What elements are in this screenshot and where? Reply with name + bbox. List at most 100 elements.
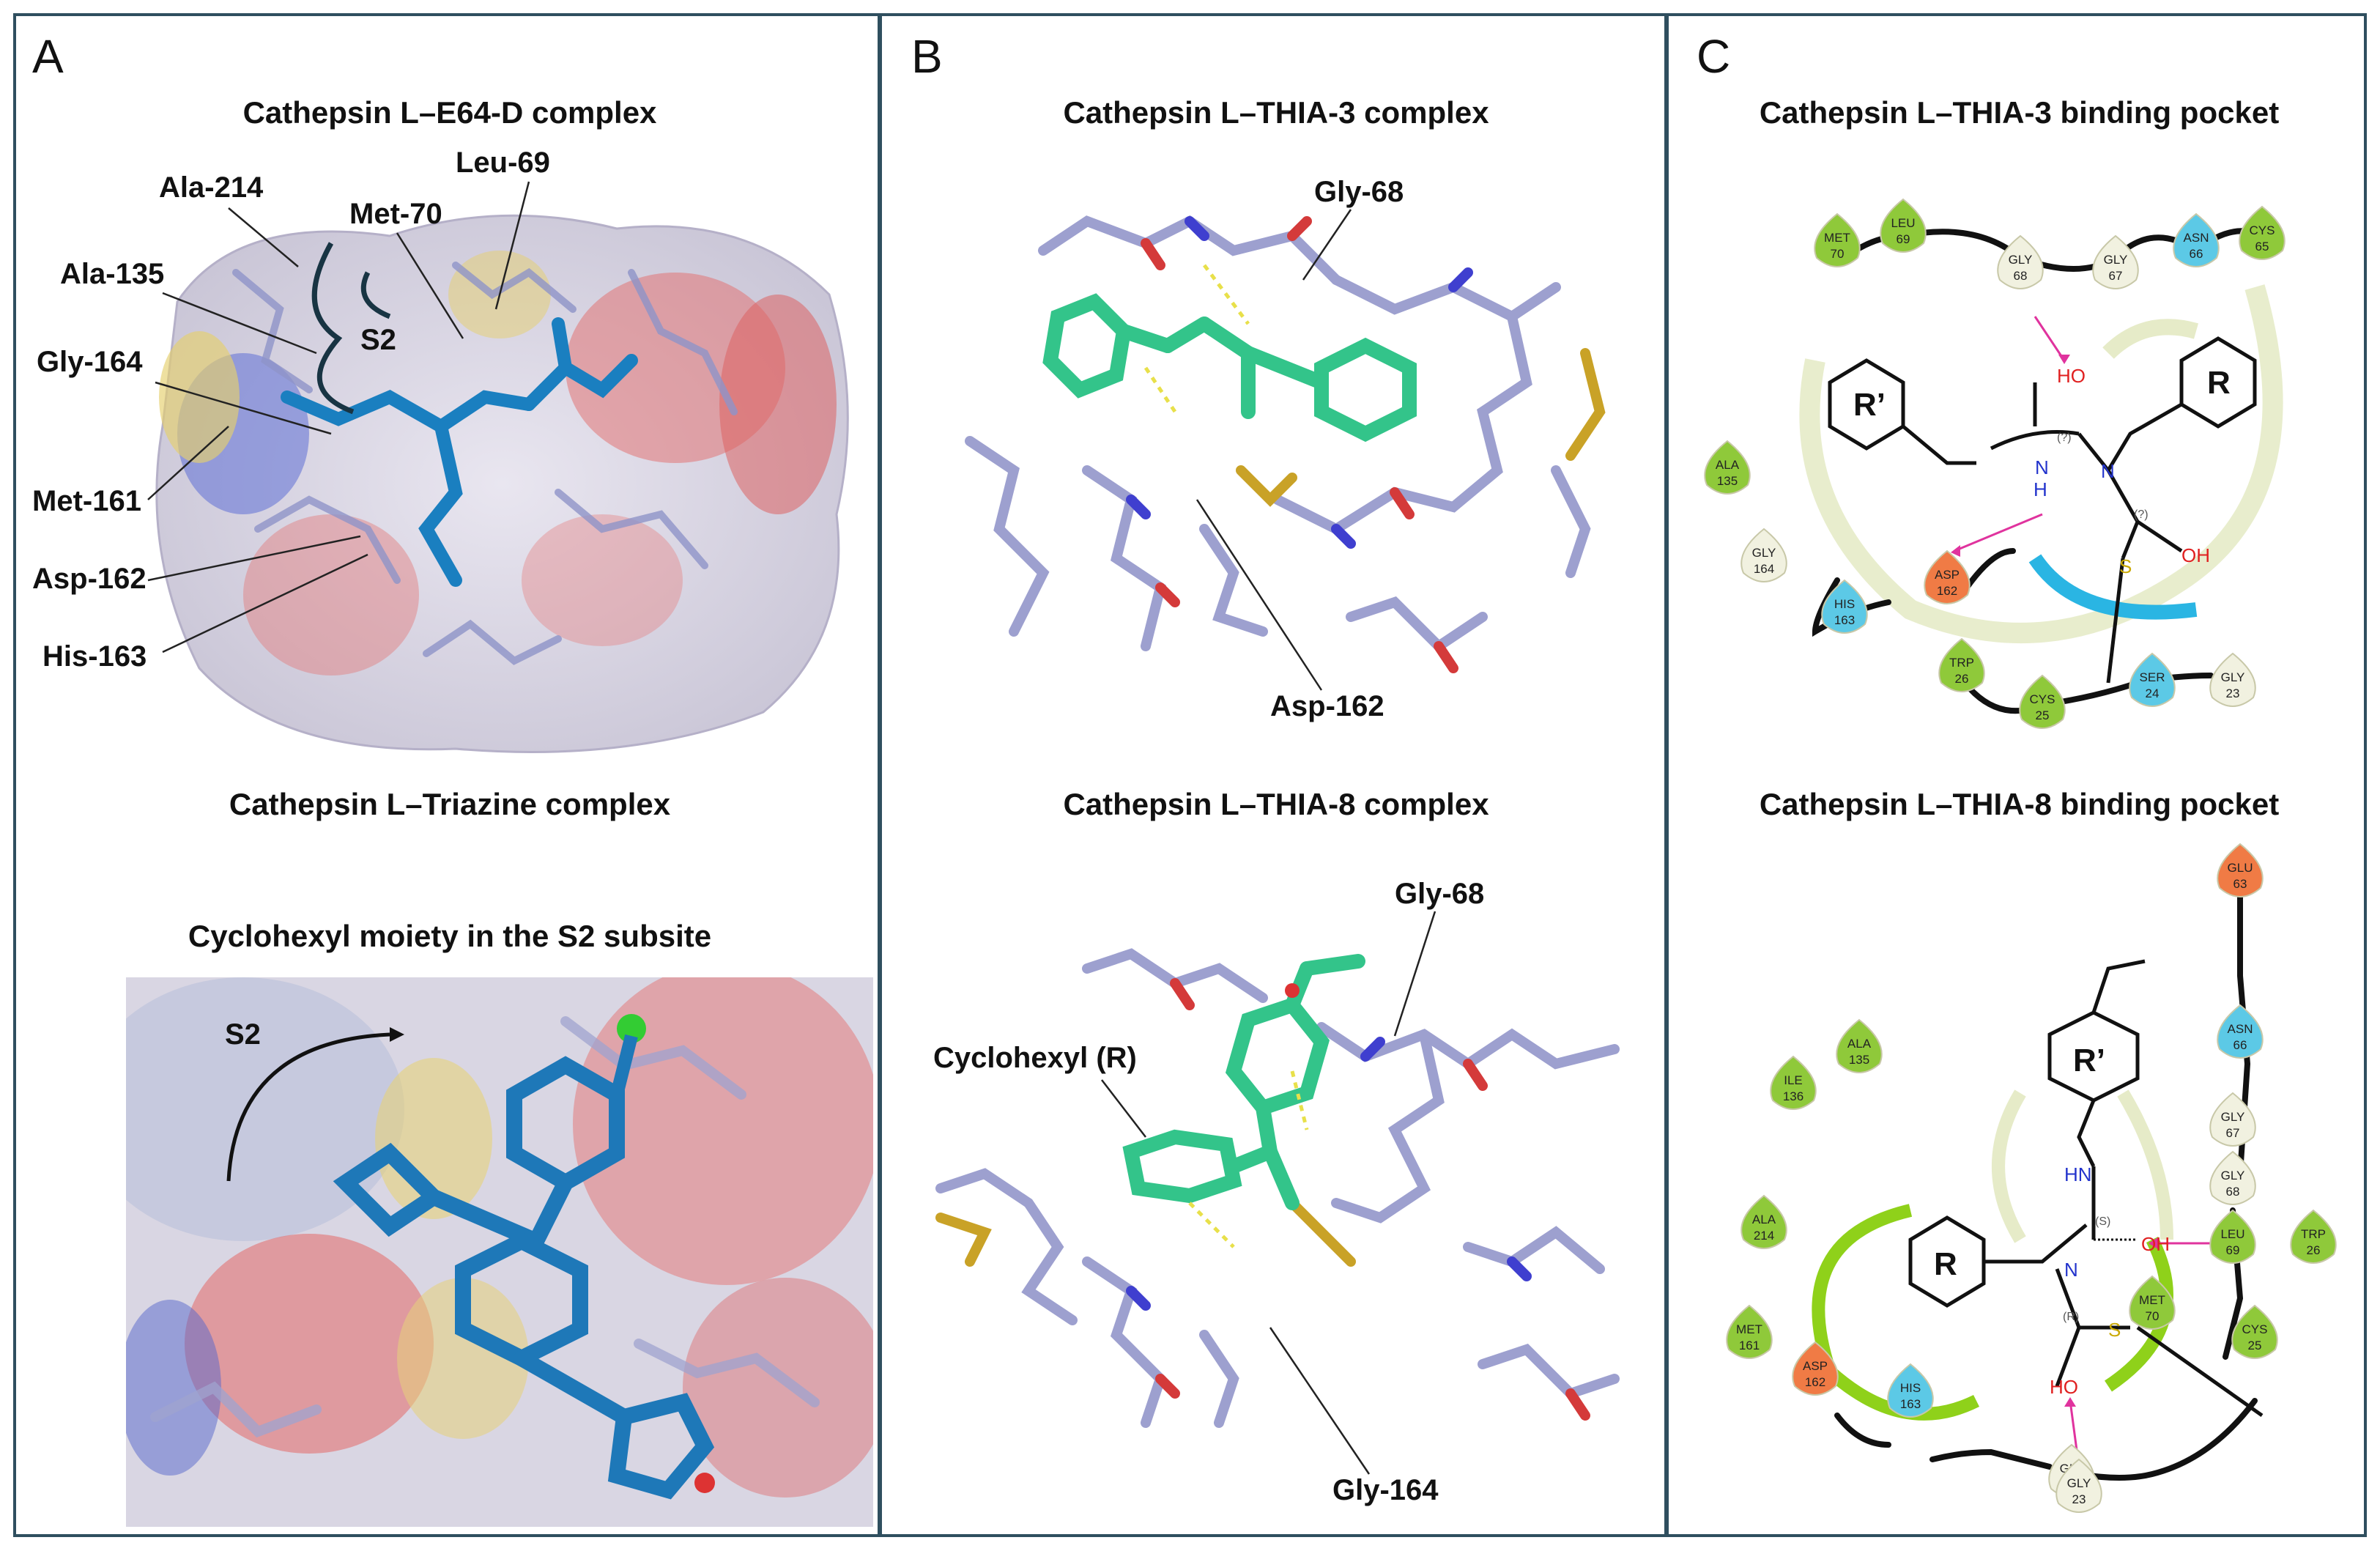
ho-top-label: HO — [2057, 365, 2086, 387]
residue-name: ASN — [2228, 1022, 2253, 1036]
s2-arc — [226, 1027, 404, 1182]
label-cyclohexyl: Cyclohexyl (R) — [933, 1042, 1137, 1074]
thia3-pocket-diagram: MET70LEU69GLY68GLY67ASN66CYS65ALA135GLY1… — [1704, 198, 2286, 729]
residue-number: 67 — [2109, 269, 2123, 283]
residue-name: MET — [1824, 231, 1850, 245]
residue-number: 23 — [2072, 1492, 2086, 1506]
residue-name: TRP — [2301, 1227, 2326, 1241]
residue-number: 65 — [2255, 240, 2269, 253]
residue-his-163: HIS 163 — [1821, 579, 1868, 634]
residue-name: ALA — [1716, 458, 1740, 472]
residue-number: 25 — [2248, 1339, 2262, 1352]
residue-number: 136 — [1783, 1089, 1803, 1103]
residue-number: 163 — [1834, 613, 1855, 627]
residue-number: 164 — [1754, 562, 1774, 576]
residue-his-163: HIS 163 — [1887, 1363, 1934, 1418]
residue-number: 26 — [2307, 1243, 2321, 1257]
residue-gly-67: GLY 67 — [2092, 234, 2139, 289]
n-label-bottom: N — [2064, 1259, 2078, 1281]
residue-number: 135 — [1849, 1053, 1869, 1067]
n-label-top: N — [2101, 460, 2115, 482]
s-label-bottom: S — [2108, 1319, 2121, 1341]
residue-cys-65: CYS 65 — [2239, 205, 2286, 260]
residue-number: 68 — [2226, 1185, 2240, 1199]
label-gly-68-bottom: Gly-68 — [1395, 878, 1485, 910]
residue-number: 66 — [2233, 1038, 2247, 1052]
residue-name: CYS — [2250, 223, 2275, 237]
hn-label: HN — [2064, 1163, 2092, 1185]
label-leader-lines-a — [147, 181, 530, 654]
oh-right-label: OH — [2181, 544, 2210, 566]
label-gly-164: Gly-164 — [37, 346, 143, 378]
nh-n-label: N — [2035, 456, 2049, 478]
panel-letter-c: C — [1697, 30, 1731, 83]
r-label-bottom: R — [1934, 1246, 1957, 1282]
label-s2-bottom: S2 — [225, 1018, 261, 1051]
residue-number: 163 — [1900, 1397, 1921, 1411]
label-s2: S2 — [360, 324, 396, 356]
residue-name: GLU — [2228, 861, 2253, 875]
residue-number: 24 — [2146, 686, 2160, 700]
residue-number: 162 — [1805, 1375, 1825, 1389]
residue-number: 70 — [1831, 247, 1845, 261]
residue-name: ASP — [1935, 568, 1960, 582]
residue-name: GLY — [2221, 670, 2245, 684]
s-label-top: S — [2119, 555, 2132, 577]
panel-b-title-top: Cathepsin L–THIA-3 complex — [1063, 95, 1489, 130]
residue-number: 66 — [2190, 247, 2203, 261]
residue-name: MET — [2139, 1293, 2165, 1307]
thia8-pocket-diagram: R’ R HN OH HO N S (S) (R) GLU63ASN66ALA1… — [1726, 843, 2337, 1513]
residue-number: 63 — [2233, 877, 2247, 891]
oh-label-bottom: OH — [2141, 1233, 2170, 1255]
panel-letter-a: A — [32, 30, 64, 83]
label-leader-lines-b — [1101, 209, 1436, 1475]
panel-letter-b: B — [911, 30, 943, 83]
residue-trp-26: TRP 26 — [2290, 1209, 2337, 1264]
stereo-1-top: (?) — [2057, 432, 2072, 444]
label-ala-135: Ala-135 — [60, 258, 165, 290]
residue-met-70: MET 70 — [1814, 212, 1861, 267]
residue-name: ASP — [1803, 1359, 1828, 1373]
residue-ile-136: ILE 136 — [1770, 1055, 1817, 1110]
residue-number: 161 — [1739, 1339, 1760, 1352]
residue-number: 69 — [1897, 232, 1910, 246]
r-label-top: R — [2207, 365, 2231, 401]
residue-number: 26 — [1955, 672, 1969, 686]
panel-a-title-bottom: Cyclohexyl moiety in the S2 subsite — [188, 919, 712, 953]
residue-name: GLY — [2009, 253, 2033, 267]
residue-asp-162: ASP 162 — [1792, 1341, 1839, 1396]
panel-b-title-bottom: Cathepsin L–THIA-8 complex — [1063, 787, 1489, 821]
residue-name: HIS — [1834, 597, 1855, 611]
residue-name: ILE — [1784, 1073, 1803, 1087]
residue-number: 25 — [2036, 708, 2050, 722]
residue-met-70: MET 70 — [2129, 1275, 2176, 1330]
residue-name: HIS — [1900, 1381, 1921, 1395]
residue-name: LEU — [2220, 1227, 2244, 1241]
stereo-s-bottom: (S) — [2095, 1215, 2110, 1228]
label-ala-214: Ala-214 — [159, 171, 264, 204]
panel-b: B Cathepsin L–THIA-3 complex — [879, 13, 1667, 1537]
residue-number: 70 — [2146, 1309, 2160, 1323]
residue-number: 162 — [1937, 584, 1957, 598]
thia3-complex-render — [926, 163, 1644, 749]
stereo-r-bottom: (R) — [2063, 1311, 2079, 1323]
residue-number: 214 — [1754, 1229, 1774, 1243]
residue-glu-63: GLU 63 — [2217, 843, 2264, 897]
residue-name: GLY — [2104, 253, 2128, 267]
label-asp-162-b: Asp-162 — [1270, 690, 1384, 722]
residue-name: ASN — [2184, 231, 2209, 245]
label-gly-68-top: Gly-68 — [1314, 176, 1404, 208]
r-prime-label-bottom: R’ — [2073, 1043, 2105, 1078]
